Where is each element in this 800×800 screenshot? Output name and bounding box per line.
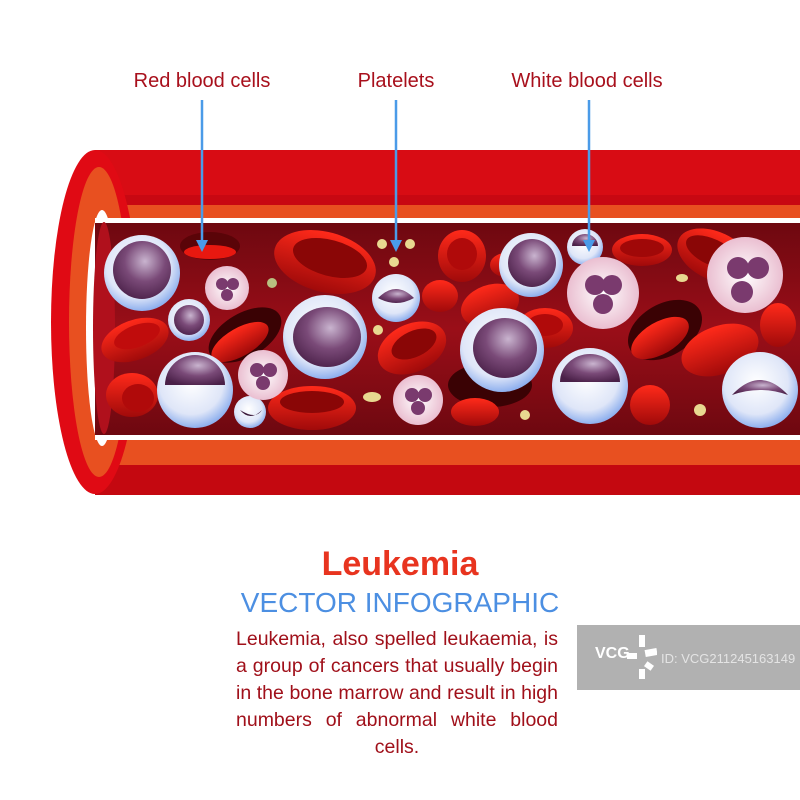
red-blood-cell <box>451 398 499 426</box>
white-blood-cell <box>157 352 233 428</box>
watermark-id: ID: VCG211245163149 <box>661 651 796 666</box>
red-blood-cell <box>377 321 447 375</box>
subtitle: VECTOR INFOGRAPHIC <box>240 587 560 618</box>
watermark: VCG ID: VCG211245163149 <box>577 625 800 690</box>
red-blood-cell <box>612 234 672 266</box>
label-white-blood-cells: White blood cells <box>511 70 663 92</box>
platelet <box>694 404 706 416</box>
blood-vessel-diagram <box>51 100 800 495</box>
watermark-burst-icon <box>627 635 657 679</box>
red-blood-cell <box>438 230 486 282</box>
label-red-blood-cells: Red blood cells <box>133 70 271 92</box>
red-blood-cell <box>101 317 169 363</box>
abnormal-white-cell <box>567 257 639 329</box>
white-blood-cells <box>104 229 798 428</box>
red-blood-cell <box>180 232 240 260</box>
red-blood-cell <box>268 386 356 430</box>
platelets <box>267 239 706 420</box>
platelet <box>373 325 383 335</box>
white-blood-cell <box>168 299 210 341</box>
white-blood-cell <box>372 274 420 322</box>
platelet <box>389 257 399 267</box>
watermark-logo: VCG <box>595 645 630 662</box>
red-blood-cell <box>208 307 282 363</box>
white-blood-cell <box>499 233 563 297</box>
abnormal-white-cell <box>238 350 288 400</box>
red-blood-cell <box>628 299 702 361</box>
red-blood-cell <box>422 280 458 312</box>
white-blood-cell <box>104 235 180 311</box>
platelet <box>676 274 688 282</box>
abnormal-white-cell <box>205 266 249 310</box>
red-blood-cell <box>274 230 376 294</box>
white-blood-cell <box>234 396 266 428</box>
red-blood-cell <box>760 303 796 347</box>
label-platelets: Platelets <box>357 70 435 92</box>
title: Leukemia <box>321 545 479 583</box>
platelet <box>363 392 381 402</box>
white-blood-cell <box>283 295 367 379</box>
description: Leukemia, also spelled leukaemia, is a g… <box>236 628 558 758</box>
white-blood-cell <box>460 308 544 392</box>
pointer-arrows <box>196 100 595 252</box>
white-blood-cell <box>552 348 628 424</box>
abnormal-white-cell <box>707 237 783 313</box>
platelet <box>267 278 277 288</box>
red-blood-cell <box>630 385 670 425</box>
platelet <box>520 410 530 420</box>
abnormal-white-cell <box>393 375 443 425</box>
white-blood-cell <box>722 352 798 428</box>
leukemic-cells <box>205 237 783 425</box>
platelet <box>405 239 415 249</box>
platelet <box>377 239 387 249</box>
red-blood-cell <box>106 373 158 417</box>
